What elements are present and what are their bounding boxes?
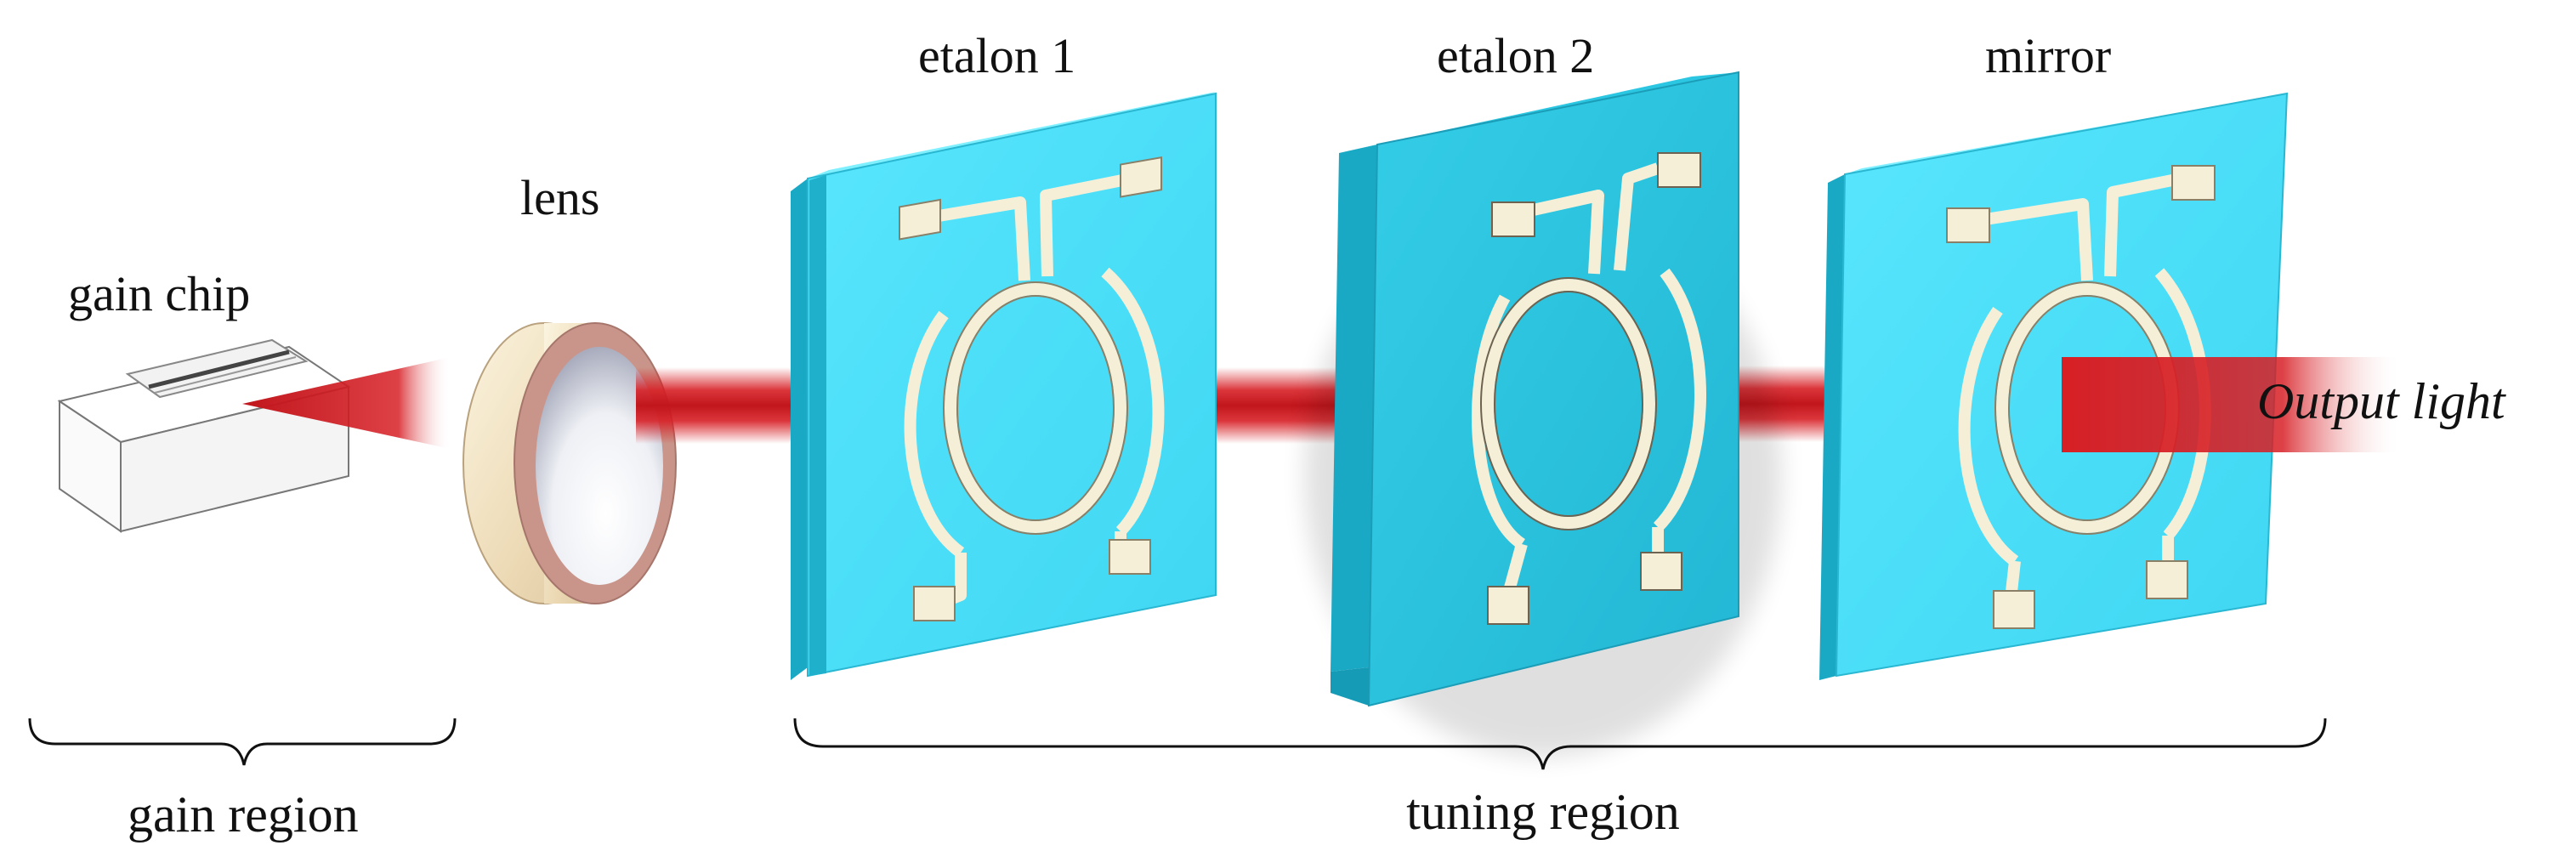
gain-beam-cone bbox=[242, 357, 451, 449]
gain-region-label: gain region bbox=[128, 786, 359, 842]
etalon-1-label: etalon 1 bbox=[918, 28, 1075, 83]
lens bbox=[462, 322, 677, 604]
lens-label: lens bbox=[520, 170, 599, 225]
mirror-pad-tr bbox=[2171, 165, 2216, 201]
gain-region-brace bbox=[28, 718, 457, 766]
etalon-2-pad-tl bbox=[1491, 201, 1535, 237]
etalon-2-pad-bl bbox=[1487, 586, 1529, 625]
tuning-region-brace bbox=[793, 718, 2327, 770]
etalon-2 bbox=[1305, 71, 1781, 757]
etalon-1-pad-br bbox=[1109, 539, 1151, 575]
etalon-2-pad-br bbox=[1640, 552, 1682, 591]
tuning-region-label: tuning region bbox=[1406, 784, 1680, 840]
gain-chip-label: gain chip bbox=[68, 266, 250, 321]
mirror-pad-bl bbox=[1993, 590, 2035, 629]
etalon-2-label: etalon 2 bbox=[1437, 28, 1594, 83]
etalon-2-electrode-outline bbox=[1480, 277, 1657, 530]
gain-chip bbox=[57, 338, 351, 533]
etalon-2-electrode bbox=[1472, 162, 1706, 593]
etalon-1 bbox=[791, 92, 1217, 680]
etalon-1-pad-bl bbox=[913, 586, 956, 621]
etalon-2-pad-tr bbox=[1657, 152, 1701, 188]
output-beam bbox=[2062, 357, 2402, 452]
mirror-pad-tl bbox=[1946, 207, 1990, 243]
mirror-pad-br bbox=[2146, 560, 2188, 599]
output-light-label: Output light bbox=[2257, 373, 2506, 429]
etalon-1-pad-tl bbox=[899, 198, 941, 241]
etalon-1-electrode-outline bbox=[943, 281, 1128, 535]
etalon-1-pad-tr bbox=[1120, 156, 1162, 198]
mirror-label: mirror bbox=[1985, 28, 2111, 83]
